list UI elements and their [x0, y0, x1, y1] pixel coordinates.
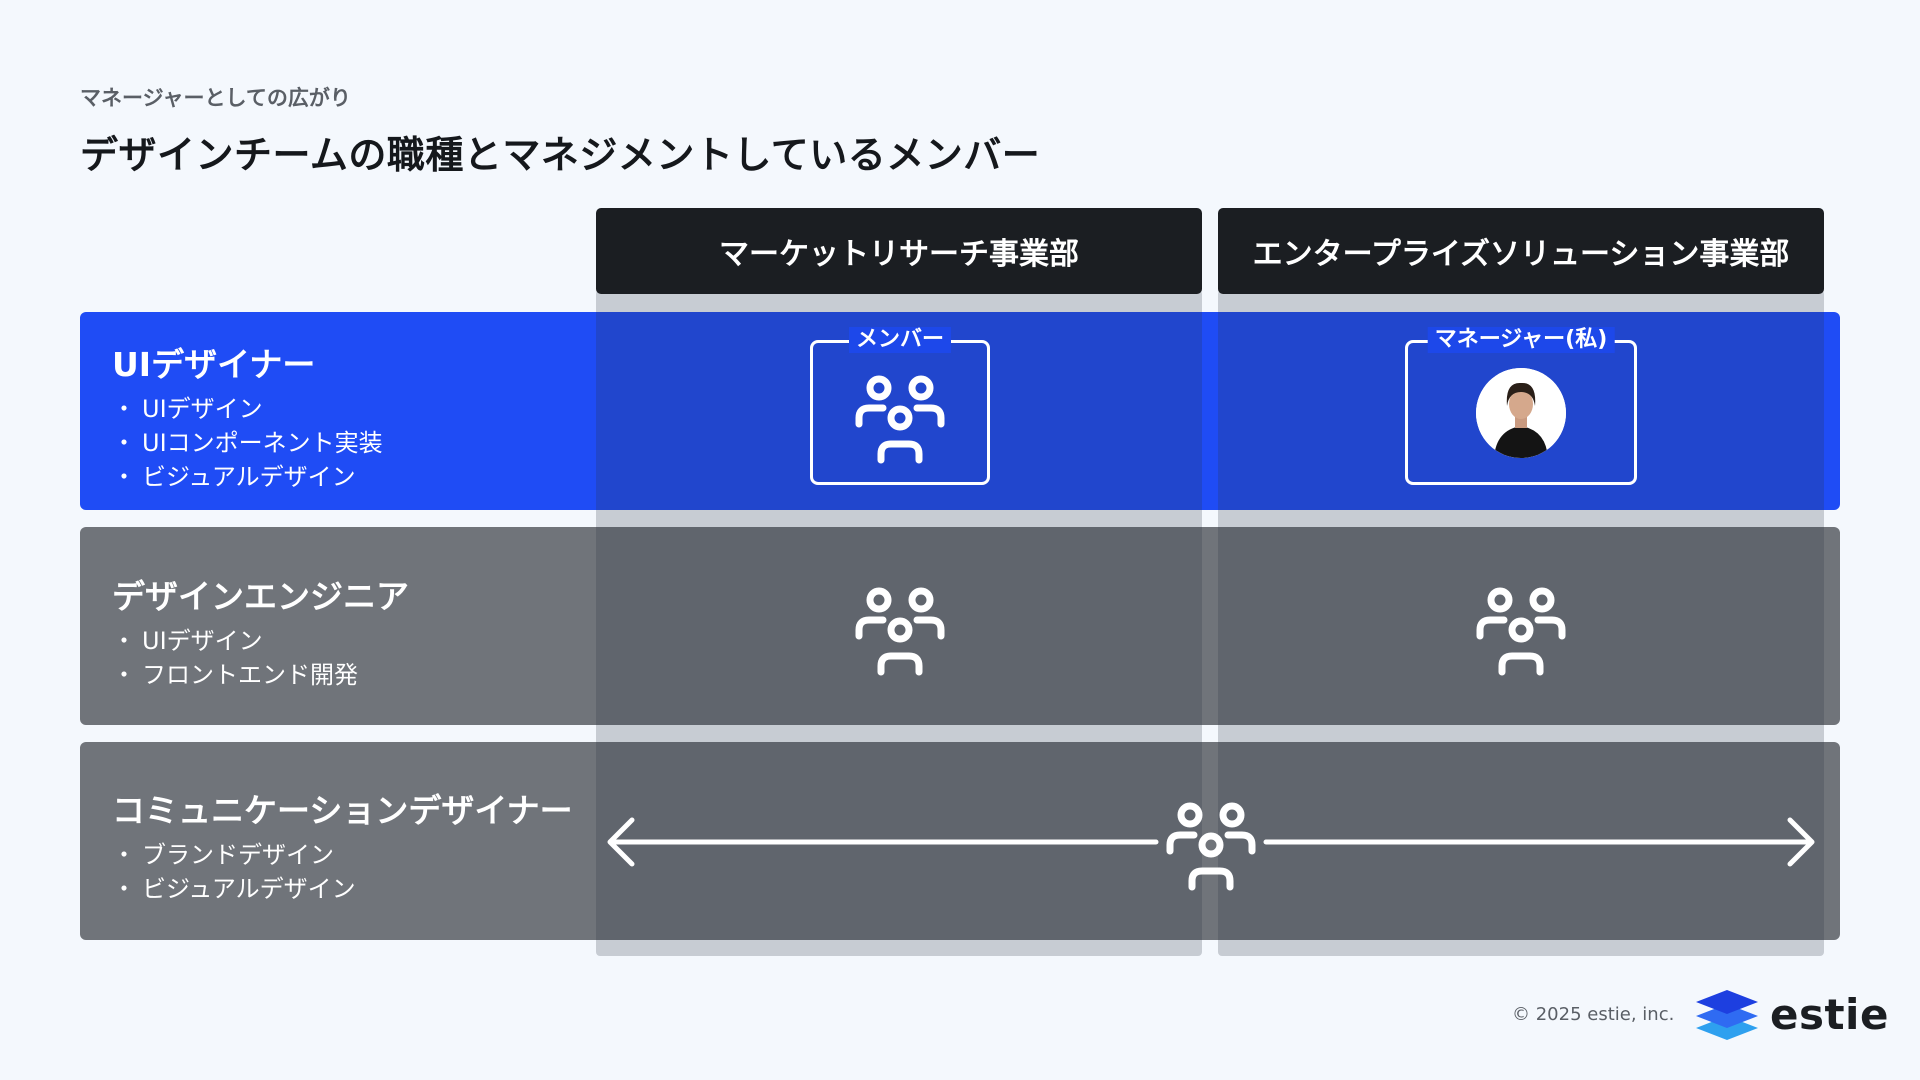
person-avatar-icon — [1476, 368, 1566, 458]
people-group-icon — [853, 370, 947, 464]
role-communication-designer: コミュニケーションデザイナー ブランドデザイン ビジュアルデザイン — [112, 784, 573, 906]
role-title: デザインエンジニア — [112, 577, 409, 616]
role-title: UIデザイナー — [112, 345, 316, 384]
bullet-item: フロントエンド開発 — [112, 658, 409, 692]
bullet-item: ブランドデザイン — [112, 838, 573, 872]
people-group-icon — [1474, 582, 1568, 676]
layers-logo-icon — [1696, 990, 1758, 1040]
copyright-text: © 2025 estie, inc. — [1512, 1004, 1675, 1025]
bullet-item: UIデザイン — [112, 392, 383, 426]
estie-logo: estie — [1694, 986, 1889, 1042]
manager-badge: マネージャー(私) — [1405, 327, 1637, 485]
role-bullets: UIデザイン フロントエンド開発 — [112, 624, 409, 692]
role-design-engineer: デザインエンジニア UIデザイン フロントエンド開発 — [112, 570, 409, 692]
role-bullets: ブランドデザイン ビジュアルデザイン — [112, 838, 573, 906]
manager-badge-label: マネージャー(私) — [1427, 327, 1615, 353]
slide-subtitle: マネージャーとしての広がり — [80, 86, 351, 110]
people-group-icon — [853, 582, 947, 676]
bullet-item: ビジュアルデザイン — [112, 460, 383, 494]
role-ui-designer: UIデザイナー UIデザイン UIコンポーネント実装 ビジュアルデザイン — [112, 338, 383, 494]
double-arrow-icon — [607, 817, 1815, 867]
bullet-item: UIデザイン — [112, 624, 409, 658]
logo-text: estie — [1770, 989, 1889, 1039]
column-header-enterprise-solution: エンタープライズソリューション事業部 — [1218, 208, 1824, 294]
role-bullets: UIデザイン UIコンポーネント実装 ビジュアルデザイン — [112, 392, 383, 494]
member-badge: メンバー — [810, 327, 990, 485]
column-header-market-research: マーケットリサーチ事業部 — [596, 208, 1202, 294]
role-title: コミュニケーションデザイナー — [112, 791, 573, 830]
slide-title: デザインチームの職種とマネジメントしているメンバー — [80, 133, 1041, 177]
people-group-icon — [1164, 797, 1258, 891]
member-badge-label: メンバー — [848, 327, 952, 353]
bullet-item: UIコンポーネント実装 — [112, 426, 383, 460]
bullet-item: ビジュアルデザイン — [112, 872, 573, 906]
